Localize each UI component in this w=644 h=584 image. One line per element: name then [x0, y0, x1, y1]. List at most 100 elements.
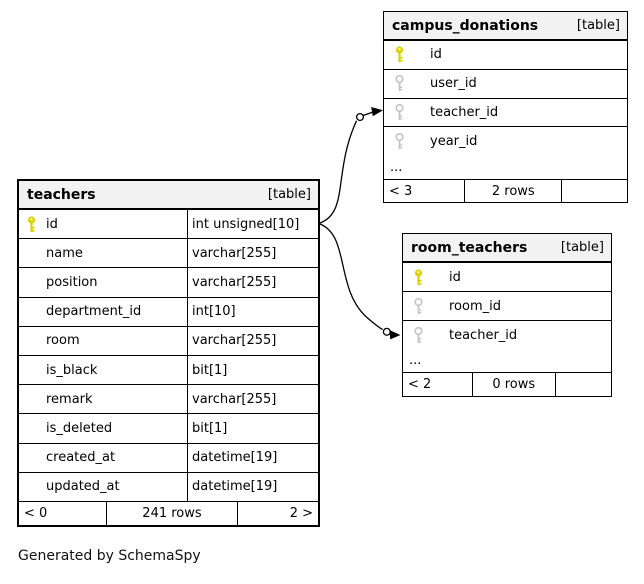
column-name-cell: is_deleted	[19, 414, 187, 442]
key-icon-slot-empty	[27, 420, 36, 437]
generator-note: Generated by SchemaSpy	[18, 548, 201, 564]
column-name: year_id	[430, 133, 478, 149]
column-name-cell: name	[19, 239, 187, 267]
column-type: datetime[19]	[187, 443, 318, 472]
foreign-key-icon	[414, 297, 423, 315]
column-name: room	[46, 333, 80, 349]
column-row-department-id: department_id int[10]	[19, 297, 318, 327]
column-row-name: name varchar[255]	[19, 239, 318, 269]
key-icon-slot-empty	[27, 245, 36, 262]
column-row-created-at: created_at datetime[19]	[19, 443, 318, 473]
edge-teachers-room-teachers	[319, 223, 401, 340]
column-row-is-black: is_black bit[1]	[19, 356, 318, 386]
column-name: is_black	[46, 362, 98, 378]
column-name: updated_at	[46, 479, 120, 495]
column-row-room: room varchar[255]	[19, 326, 318, 357]
edge-arrowhead	[389, 330, 401, 340]
column-name-cell: id	[384, 41, 627, 69]
column-row-id: id int unsigned[10]	[19, 210, 318, 240]
table-title: campus_donations	[392, 17, 539, 34]
column-type: int[10]	[187, 297, 318, 326]
column-name-cell: id	[403, 263, 611, 291]
column-row-room-id: room_id	[403, 292, 611, 321]
column-row-id: id	[384, 41, 627, 70]
table-type-label: [table]	[267, 187, 311, 202]
column-row-is-deleted: is_deleted bit[1]	[19, 414, 318, 444]
column-row-year-id: year_id	[384, 127, 627, 155]
key-icon-slot-empty	[27, 332, 36, 349]
column-row-teacher-id: teacher_id	[403, 321, 611, 349]
table-footer: < 0 241 rows 2 >	[19, 501, 318, 525]
column-row-teacher-id: teacher_id	[384, 99, 627, 128]
footer-row-count: 241 rows	[105, 502, 238, 525]
footer-children-count: < 3	[389, 183, 413, 199]
column-name: teacher_id	[430, 104, 499, 120]
column-name: created_at	[46, 450, 116, 466]
column-name-cell: is_black	[19, 356, 187, 384]
column-name-cell: created_at	[19, 444, 187, 472]
table-node-campus-donations[interactable]: campus_donations [table] id user_id	[383, 11, 628, 203]
column-type: varchar[255]	[187, 268, 318, 297]
key-icon-slot-empty	[27, 391, 36, 408]
primary-key-icon	[395, 46, 404, 63]
column-name: room_id	[449, 298, 501, 314]
footer-row-count: 0 rows	[471, 373, 555, 396]
hidden-columns-ellipsis: ...	[403, 349, 611, 373]
column-name-cell: department_id	[19, 298, 187, 326]
column-row-updated-at: updated_at datetime[19]	[19, 472, 318, 502]
footer-parents-count: 2 >	[237, 502, 318, 525]
column-name: remark	[46, 391, 93, 407]
foreign-key-icon	[414, 326, 423, 344]
edge-circle-terminator	[355, 112, 365, 122]
column-name: position	[46, 275, 98, 290]
column-name-cell: remark	[19, 385, 187, 413]
column-rows: id int unsigned[10] name varchar[255] po…	[19, 210, 318, 502]
table-title: room_teachers	[411, 239, 528, 256]
column-type: int unsigned[10]	[187, 210, 318, 239]
primary-key-icon	[27, 215, 36, 233]
key-icon-slot-empty	[27, 274, 36, 291]
edge-circle-terminator	[382, 327, 391, 336]
column-name: id	[449, 269, 461, 285]
column-type: bit[1]	[187, 356, 318, 385]
edge-teachers-campus-donations	[319, 107, 383, 224]
column-row-position: position varchar[255]	[19, 268, 318, 298]
key-icon-slot-empty	[27, 478, 36, 495]
column-row-remark: remark varchar[255]	[19, 385, 318, 415]
table-node-room-teachers[interactable]: room_teachers [table] id room_id	[402, 233, 612, 397]
table-footer: < 2 0 rows	[403, 373, 611, 396]
column-name-cell: year_id	[384, 127, 627, 155]
column-name-cell: user_id	[384, 70, 627, 98]
column-type: varchar[255]	[187, 326, 318, 356]
column-name: id	[430, 47, 442, 63]
column-name: teacher_id	[449, 327, 518, 343]
table-footer: < 3 2 rows	[384, 180, 627, 202]
table-type-label: [table]	[576, 18, 620, 33]
table-title: teachers	[27, 186, 96, 203]
column-type: varchar[255]	[187, 239, 318, 268]
table-node-teachers[interactable]: teachers [table] id int unsigned[10] nam…	[17, 179, 320, 527]
foreign-key-icon	[395, 132, 404, 150]
table-header-campus-donations[interactable]: campus_donations [table]	[384, 12, 627, 41]
column-row-id: id	[403, 263, 611, 292]
column-name-cell: updated_at	[19, 473, 187, 501]
column-name-cell: position	[19, 268, 187, 296]
column-row-user-id: user_id	[384, 70, 627, 99]
column-name: id	[46, 216, 58, 232]
footer-parents-count	[554, 373, 611, 396]
footer-children-count: < 0	[24, 506, 48, 521]
column-rows: id user_id teacher_id	[384, 41, 627, 155]
column-type: bit[1]	[187, 414, 318, 443]
column-type: varchar[255]	[187, 385, 318, 414]
foreign-key-icon	[395, 103, 404, 121]
column-type: datetime[19]	[187, 472, 318, 502]
primary-key-icon	[414, 268, 423, 286]
table-header-teachers[interactable]: teachers [table]	[19, 181, 318, 210]
edge-arrowhead	[371, 107, 383, 117]
hidden-columns-ellipsis: ...	[384, 155, 627, 180]
column-name: user_id	[430, 76, 477, 92]
footer-parents-count	[561, 180, 627, 202]
table-header-room-teachers[interactable]: room_teachers [table]	[403, 234, 611, 263]
footer-row-count: 2 rows	[464, 180, 561, 202]
